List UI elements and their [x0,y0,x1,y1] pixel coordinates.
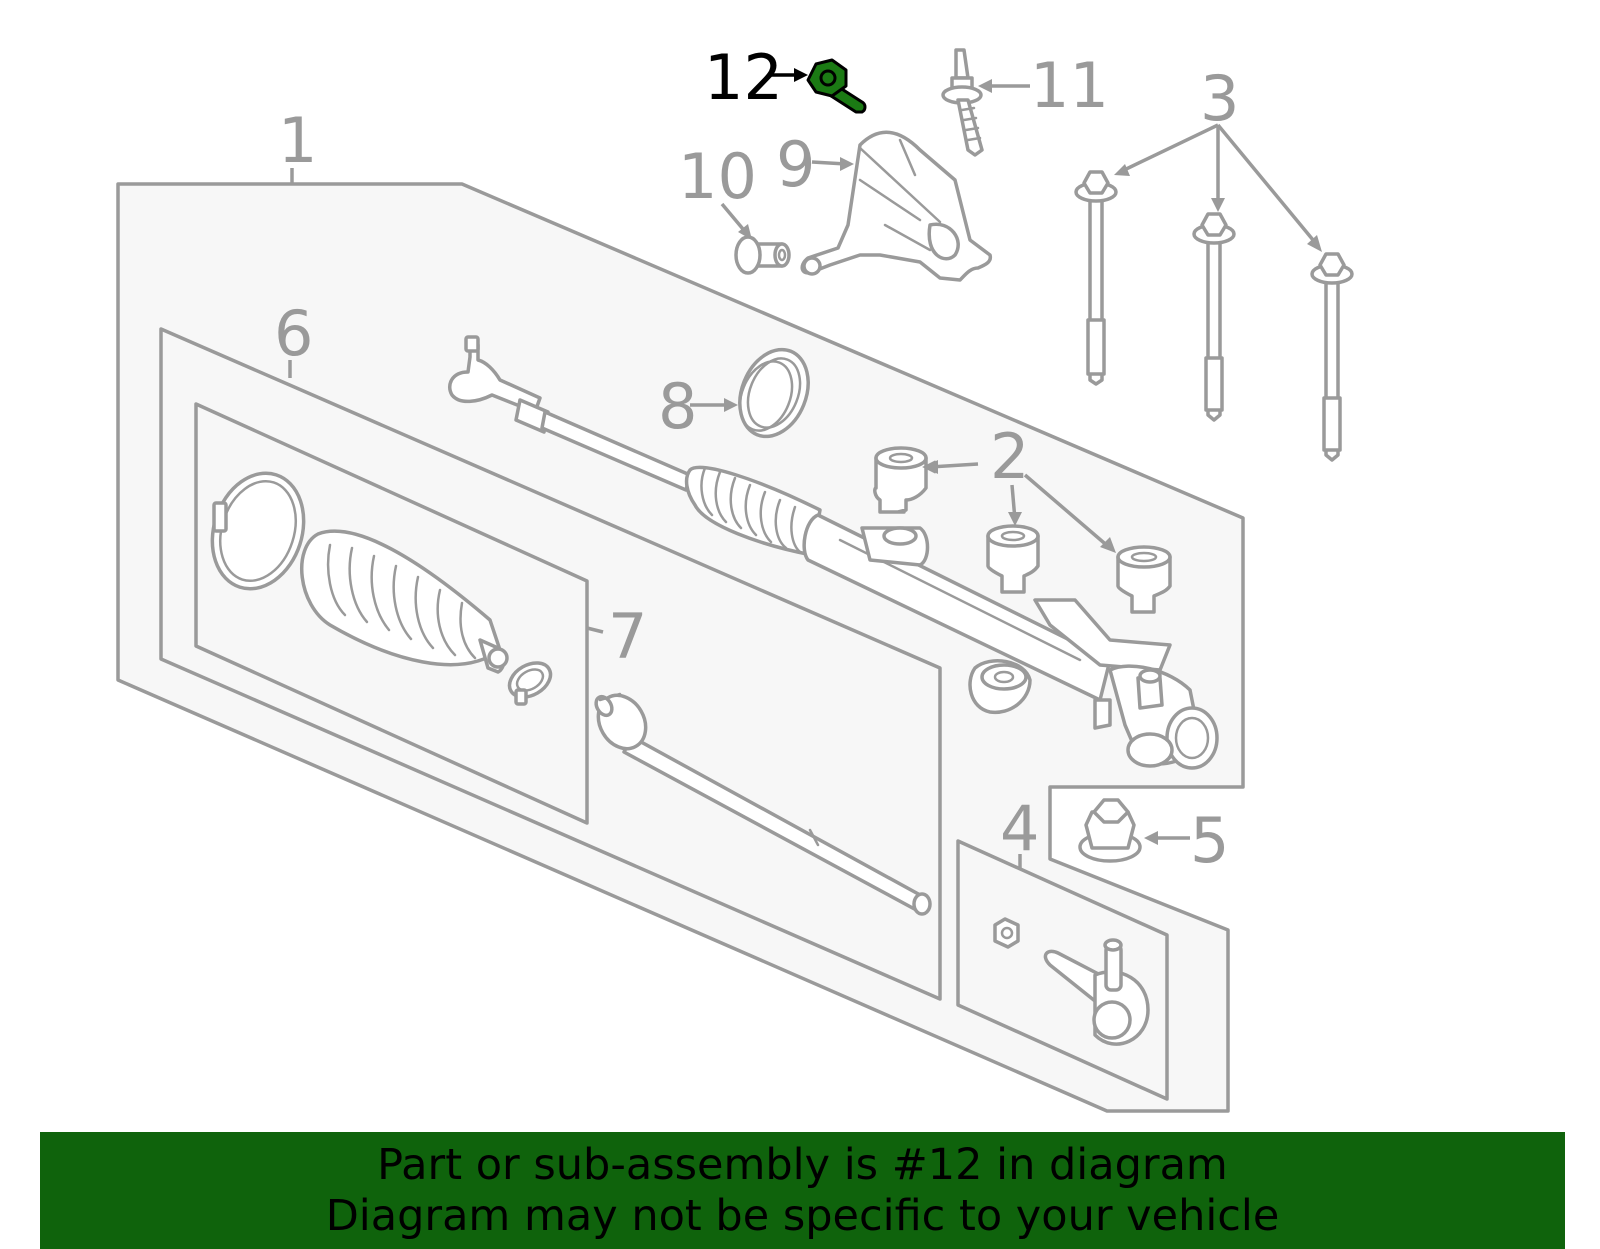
banner-line-2: Diagram may not be specific to your vehi… [325,1190,1280,1241]
bolts [1074,170,1354,462]
callout-12: 12 [704,41,783,114]
callout-11: 11 [1030,49,1109,122]
tie-rod-end [993,917,1150,1046]
boot-kit-parts [210,471,553,706]
bushings [873,446,1172,614]
mounting-bracket [800,130,993,282]
flange-nut [1078,798,1142,863]
inner-tie-rod [594,692,932,916]
sleeve [734,235,791,275]
callout-4: 4 [1000,792,1039,865]
callout-1: 1 [278,104,317,177]
highlight-arrow [768,68,808,82]
banner-line-1: Part or sub-assembly is #12 in diagram [377,1139,1228,1190]
arrowheads [724,79,1322,845]
highlighted-bolt-12 [806,58,867,114]
callout-2: 2 [990,420,1029,493]
callout-7: 7 [608,600,647,673]
seal-ring [738,347,810,439]
callout-8: 8 [658,370,697,443]
steering-rack [447,335,1219,770]
stud [941,48,984,157]
callout-3: 3 [1200,62,1239,135]
callout-5: 5 [1190,804,1229,877]
callout-10: 10 [678,140,757,213]
callout-labels: 1 2 3 4 5 6 7 8 9 10 11 12 [274,41,1239,877]
callout-6: 6 [274,297,313,370]
info-banner: Part or sub-assembly is #12 in diagram D… [40,1132,1565,1249]
callout-9: 9 [776,128,815,201]
